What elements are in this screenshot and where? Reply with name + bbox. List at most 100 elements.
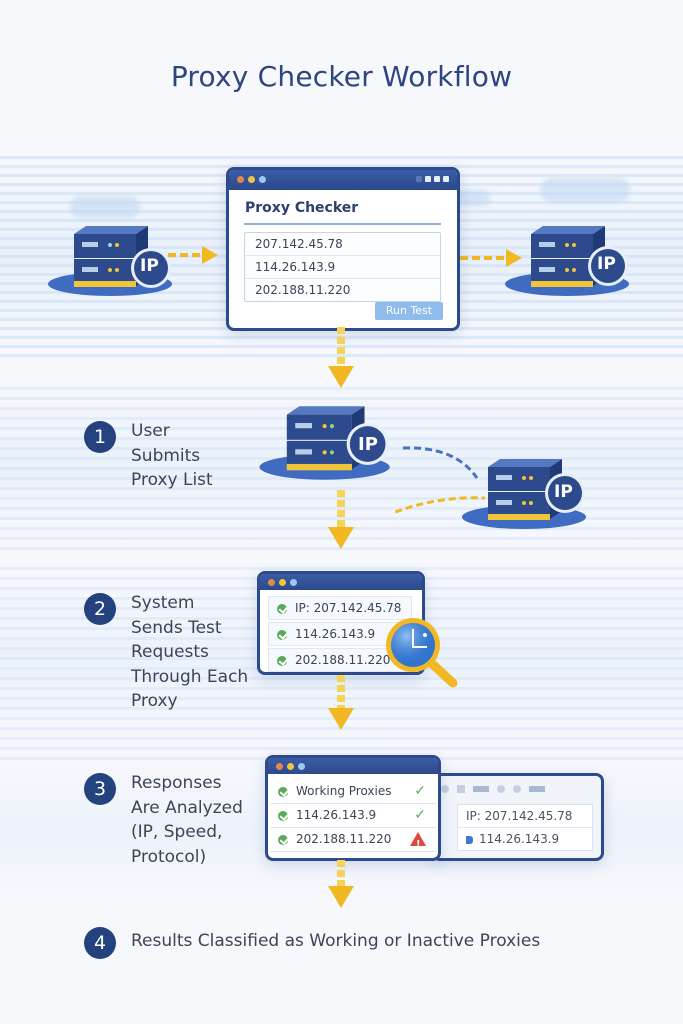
step-1: 1 User Submits Proxy List — [84, 421, 213, 493]
result-row-label: 202.188.11.220 — [296, 832, 392, 846]
warning-icon — [410, 832, 426, 856]
window-dot-icon — [248, 176, 255, 183]
window-dot-icon — [259, 176, 266, 183]
step-description: System Sends Test Requests Through Each … — [131, 591, 248, 714]
divider — [244, 223, 441, 225]
step-text-line: Protocol) — [131, 846, 207, 867]
step-text-line: Proxy List — [131, 470, 213, 490]
step-number-badge: 3 — [84, 773, 116, 805]
result-row: 114.26.143.9 ✓ — [270, 804, 436, 828]
detail-row-label: 114.26.143.9 — [479, 832, 560, 846]
arrow-down-icon — [328, 366, 354, 388]
cloud-decoration — [540, 178, 630, 202]
detail-row: IP: 207.142.45.78 — [458, 805, 592, 828]
toolbar-icon[interactable] — [513, 785, 521, 793]
arrow-dashed — [168, 253, 204, 257]
flag-icon — [466, 835, 473, 844]
arrow-dashed — [337, 327, 345, 369]
check-circle-icon — [278, 786, 288, 797]
result-row-label: 114.26.143.9 — [296, 808, 377, 822]
test-row: IP: 207.142.45.78 — [268, 596, 412, 620]
step-2: 2 System Sends Test Requests Through Eac… — [84, 593, 248, 714]
toolbar-icon[interactable] — [457, 785, 465, 793]
detail-row: 114.26.143.9 — [458, 828, 592, 850]
step-text-line: Sends Test — [131, 617, 222, 638]
ip-badge-label: IP — [358, 434, 378, 455]
check-icon — [277, 655, 287, 666]
test-row-label: 114.26.143.9 — [295, 627, 376, 641]
step-text-line: Through Each — [131, 666, 249, 687]
magnifier-clock-icon — [386, 618, 458, 688]
step-text-line: (IP, Speed, — [131, 822, 223, 842]
result-row: Working Proxies ✓ — [270, 780, 436, 804]
arrow-dashed — [337, 490, 345, 530]
ip-badge-label: IP — [554, 482, 573, 502]
window-dot-icon — [279, 579, 286, 586]
step-description: Responses Are Analyzed (IP, Speed, Proto… — [131, 771, 243, 869]
toolbar-icon[interactable] — [441, 785, 449, 793]
window-dot-icon — [237, 176, 244, 183]
arrow-dashed — [337, 860, 345, 890]
test-row: 114.26.143.9 — [268, 622, 412, 646]
window-titlebar — [260, 574, 422, 590]
step-number-badge: 2 — [84, 593, 116, 625]
check-circle-icon — [278, 834, 288, 845]
server-icon — [48, 226, 172, 296]
results-window: Working Proxies ✓ 114.26.143.9 ✓ 202.188.1… — [265, 755, 441, 861]
step-text-line: Submits — [131, 445, 201, 466]
step-text-line: System — [131, 593, 195, 613]
window-dot-icon — [290, 579, 297, 586]
window-dot-icon — [276, 763, 283, 770]
detail-list: IP: 207.142.45.78 114.26.143.9 — [457, 804, 593, 851]
toolbar-icon[interactable] — [497, 785, 505, 793]
step-text-line: Are Analyzed — [131, 797, 243, 818]
proxy-server-left: IP — [48, 222, 172, 302]
test-row-label: 202.188.11.220 — [295, 653, 391, 667]
arrow-dashed — [460, 256, 508, 260]
proxy-server-right: IP — [505, 222, 629, 302]
step-text-line: Requests — [131, 642, 209, 662]
arrow-down-icon — [328, 527, 354, 549]
server-icon — [462, 459, 586, 529]
result-row-label: Working Proxies — [296, 784, 392, 798]
proxy-server-right-2: IP — [462, 455, 586, 535]
toolbar-icon[interactable] — [473, 786, 489, 792]
cloud-decoration — [70, 196, 140, 218]
toolbar-icon[interactable] — [529, 786, 545, 792]
dashed-curve-arrow — [395, 446, 486, 514]
arrow-dashed — [337, 675, 345, 711]
step-3: 3 Responses Are Analyzed (IP, Speed, Pro… — [84, 773, 243, 869]
detail-window: IP: 207.142.45.78 114.26.143.9 — [432, 773, 604, 861]
ip-badge-label: IP — [597, 254, 616, 274]
step-description: User Submits Proxy List — [131, 419, 213, 493]
proxy-checker-window: Proxy Checker 207.142.45.78 114.26.143.9… — [226, 167, 460, 331]
window-title: Proxy Checker — [245, 200, 359, 216]
arrow-down-icon — [328, 708, 354, 730]
checkmark-icon: ✓ — [414, 783, 426, 799]
page-title: Proxy Checker Workflow — [170, 60, 513, 93]
ip-badge-label: IP — [140, 256, 159, 276]
checkmark-icon: ✓ — [414, 807, 426, 823]
proxy-list-item: 202.188.11.220 — [255, 283, 351, 297]
window-dot-icon — [268, 579, 275, 586]
step-text-line: Proxy — [131, 691, 178, 711]
window-titlebar — [268, 758, 438, 774]
server-icon — [259, 406, 390, 480]
check-icon — [277, 603, 287, 614]
proxy-server-center: IP — [258, 402, 390, 482]
window-titlebar — [229, 170, 457, 190]
proxy-list-input[interactable]: 207.142.45.78 114.26.143.9 202.188.11.22… — [244, 232, 441, 302]
step-description: Results Classified as Working or Inactiv… — [131, 929, 540, 954]
run-test-button[interactable]: Run Test — [375, 302, 443, 320]
check-circle-icon — [278, 810, 288, 821]
test-requests-window: IP: 207.142.45.78 114.26.143.9 202.188.1… — [257, 571, 425, 675]
check-icon — [277, 629, 287, 640]
step-text-line: User — [131, 421, 170, 441]
proxy-list-item: 114.26.143.9 — [245, 256, 440, 279]
arrow-head-icon — [506, 249, 522, 267]
result-row: 202.188.11.220 — [270, 828, 436, 856]
step-number-badge: 4 — [84, 927, 116, 959]
step-text-line: Responses — [131, 773, 222, 793]
step-text-line: Results Classified as Working or Inactiv… — [131, 931, 541, 951]
detail-toolbar — [441, 782, 595, 796]
